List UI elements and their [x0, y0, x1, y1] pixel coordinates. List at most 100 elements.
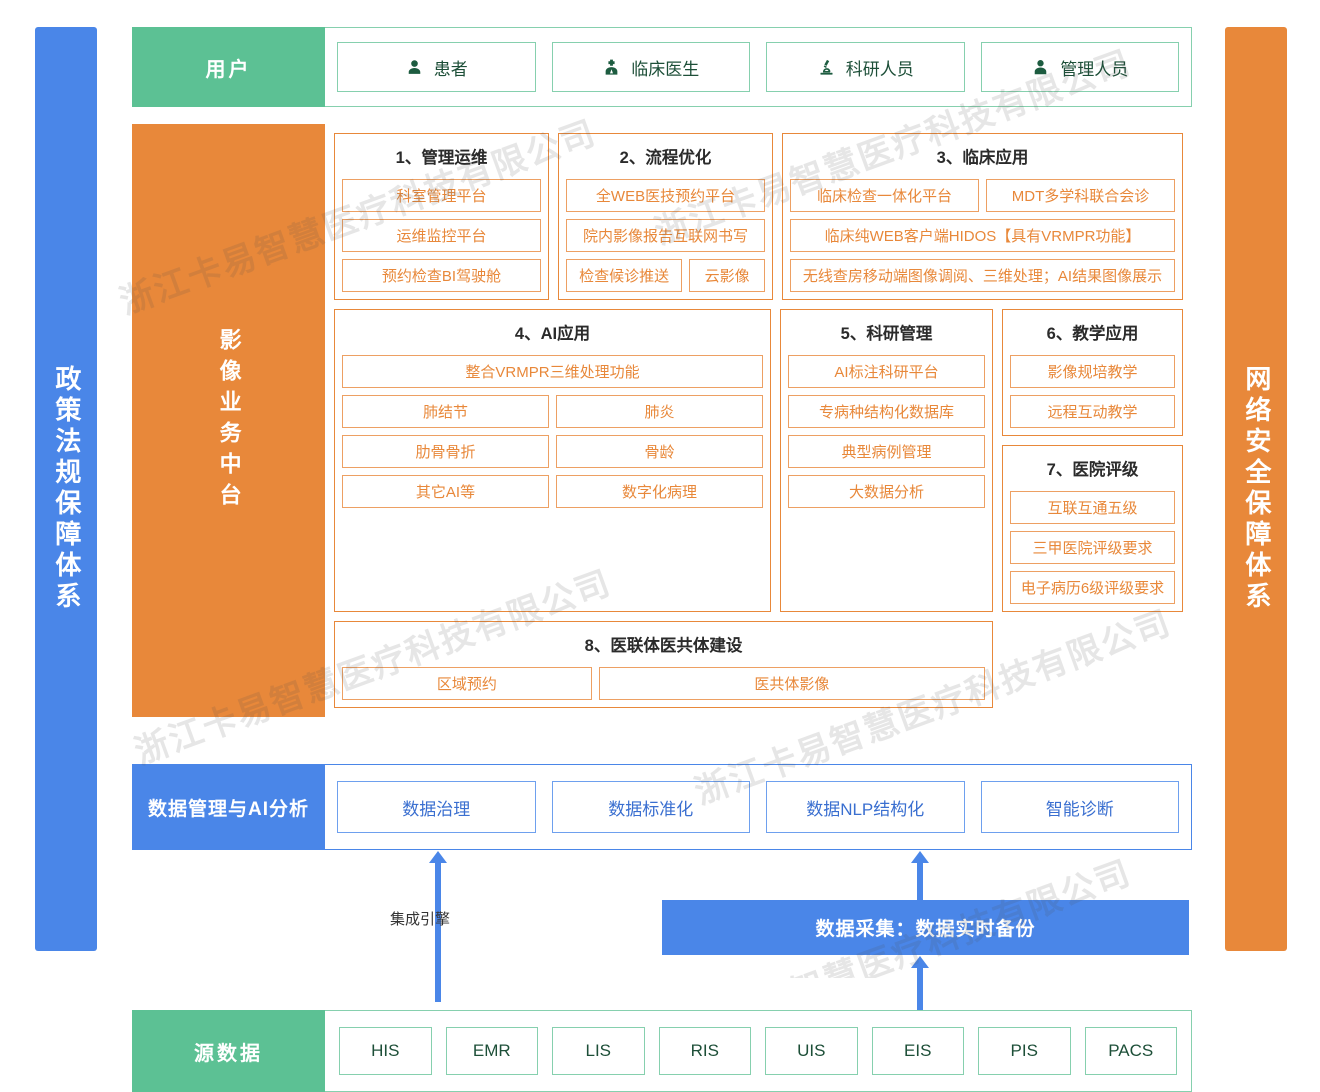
source-data-band: 源数据 HIS EMR LIS RIS UIS EIS PIS PACS	[132, 1010, 1192, 1092]
cell-item[interactable]: 区域预约	[342, 667, 592, 700]
cell-item[interactable]: 数字化病理	[556, 475, 763, 508]
group-row: 临床纯WEB客户端HIDOS【具有VRMPR功能】	[790, 219, 1175, 252]
cell-item[interactable]: 大数据分析	[788, 475, 985, 508]
source-chip-pis[interactable]: PIS	[978, 1027, 1071, 1075]
user-chip-administrator[interactable]: 管理人员	[980, 42, 1179, 92]
source-data-label: 源数据	[132, 1010, 325, 1092]
cell-item[interactable]: MDT多学科联合会诊	[986, 179, 1175, 212]
cell-item[interactable]: 影像规培教学	[1010, 355, 1175, 388]
group-row: 互联互通五级	[1010, 491, 1175, 524]
cell-item[interactable]: 全WEB医技预约平台	[566, 179, 765, 212]
cell-item[interactable]: 其它AI等	[342, 475, 549, 508]
cell-item[interactable]: 医共体影像	[598, 667, 985, 700]
connector-zone: 集成引擎 数据采集：数据实时备份	[132, 850, 1192, 1010]
user-chip-label: 患者	[433, 59, 468, 79]
group-title: 2、流程优化	[619, 149, 712, 167]
cell-item[interactable]: 远程互动教学	[1010, 395, 1175, 428]
user-chip-clinician[interactable]: 临床医生	[551, 42, 750, 92]
platform-tier-1: 1、管理运维 科室管理平台 运维监控平台 预约检查BI驾驶舱 2、流程优化 全W…	[334, 133, 1183, 300]
microscope-icon	[820, 59, 833, 75]
group-row: 典型病例管理	[788, 435, 985, 468]
manager-icon	[1034, 59, 1047, 74]
group-row: 整合VRMPR三维处理功能	[342, 355, 763, 388]
data-chip-standardization[interactable]: 数据标准化	[551, 781, 750, 833]
cell-item[interactable]: 典型病例管理	[788, 435, 985, 468]
group-row: AI标注科研平台	[788, 355, 985, 388]
users-band: 用户 患者 临床医生 科研人员 管理人员	[132, 27, 1192, 107]
group-row: 专病种结构化数据库	[788, 395, 985, 428]
user-chip-label: 科研人员	[845, 59, 914, 79]
group-row: 远程互动教学	[1010, 395, 1175, 428]
cell-item[interactable]: AI标注科研平台	[788, 355, 985, 388]
group-title: 5、科研管理	[840, 325, 933, 343]
users-band-label: 用户	[132, 27, 325, 107]
cell-item[interactable]: 骨龄	[556, 435, 763, 468]
group-title: 7、医院评级	[1046, 461, 1139, 479]
architecture-stack: 用户 患者 临床医生 科研人员 管理人员 影像业务中台	[132, 27, 1192, 1092]
user-chip-label: 临床医生	[631, 59, 700, 79]
integration-engine-arrow	[435, 862, 441, 1002]
group-hospital-rating: 7、医院评级 互联互通五级 三甲医院评级要求 电子病历6级评级要求	[1002, 445, 1183, 612]
doctor-icon	[605, 59, 618, 75]
group-row: 院内影像报告互联网书写	[566, 219, 765, 252]
cell-item[interactable]: 电子病历6级评级要求	[1010, 571, 1175, 604]
group-row: 其它AI等 数字化病理	[342, 475, 763, 508]
group-row: 全WEB医技预约平台	[566, 179, 765, 212]
cell-item[interactable]: 云影像	[689, 259, 765, 292]
cell-item[interactable]: 临床纯WEB客户端HIDOS【具有VRMPR功能】	[790, 219, 1175, 252]
source-chip-eis[interactable]: EIS	[871, 1027, 964, 1075]
group-row: 无线查房移动端图像调阅、三维处理；AI结果图像展示	[790, 259, 1175, 292]
imaging-platform-band: 影像业务中台 1、管理运维 科室管理平台 运维监控平台 预约检查BI驾驶舱 2、…	[132, 124, 1192, 717]
cell-item[interactable]: 检查候诊推送	[566, 259, 683, 292]
data-chip-intelligent-diagnosis[interactable]: 智能诊断	[980, 781, 1179, 833]
platform-tier-2-right: 6、教学应用 影像规培教学 远程互动教学 7、医院评级 互联互通五级 三甲医院评…	[1002, 309, 1183, 612]
cell-item[interactable]: 整合VRMPR三维处理功能	[342, 355, 763, 388]
cell-item[interactable]: 肋骨骨折	[342, 435, 549, 468]
cell-item[interactable]: 科室管理平台	[342, 179, 541, 212]
source-chip-pacs[interactable]: PACS	[1084, 1027, 1177, 1075]
cell-item[interactable]: 肺结节	[342, 395, 549, 428]
group-title: 4、AI应用	[514, 325, 591, 343]
cell-item[interactable]: 专病种结构化数据库	[788, 395, 985, 428]
policy-regulation-pillar: 政策法规保障体系	[35, 27, 97, 951]
data-chip-nlp-structuring[interactable]: 数据NLP结构化	[766, 781, 965, 833]
user-chip-label: 管理人员	[1060, 59, 1129, 79]
source-chip-ris[interactable]: RIS	[658, 1027, 751, 1075]
group-medical-alliance: 8、医联体医共体建设 区域预约 医共体影像	[334, 621, 993, 708]
group-row: 临床检查一体化平台 MDT多学科联合会诊	[790, 179, 1175, 212]
group-title: 6、教学应用	[1046, 325, 1139, 343]
group-process-optimization: 2、流程优化 全WEB医技预约平台 院内影像报告互联网书写 检查候诊推送 云影像	[558, 133, 773, 300]
source-chip-uis[interactable]: UIS	[765, 1027, 858, 1075]
data-chip-governance[interactable]: 数据治理	[337, 781, 536, 833]
group-row: 预约检查BI驾驶舱	[342, 259, 541, 292]
group-management-ops: 1、管理运维 科室管理平台 运维监控平台 预约检查BI驾驶舱	[334, 133, 549, 300]
data-management-list: 数据治理 数据标准化 数据NLP结构化 智能诊断	[325, 764, 1192, 850]
user-chip-patient[interactable]: 患者	[337, 42, 536, 92]
source-chip-lis[interactable]: LIS	[552, 1027, 645, 1075]
cell-item[interactable]: 院内影像报告互联网书写	[566, 219, 765, 252]
cell-item[interactable]: 运维监控平台	[342, 219, 541, 252]
imaging-platform-label-text: 影像业务中台	[216, 327, 242, 514]
cell-item[interactable]: 临床检查一体化平台	[790, 179, 979, 212]
user-chip-researcher[interactable]: 科研人员	[766, 42, 965, 92]
imaging-platform-label: 影像业务中台	[132, 124, 325, 717]
cell-item[interactable]: 无线查房移动端图像调阅、三维处理；AI结果图像展示	[790, 259, 1175, 292]
capture-arrow-up	[917, 862, 923, 900]
cell-item[interactable]: 三甲医院评级要求	[1010, 531, 1175, 564]
group-row: 电子病历6级评级要求	[1010, 571, 1175, 604]
source-chip-his[interactable]: HIS	[339, 1027, 432, 1075]
group-title: 3、临床应用	[936, 149, 1029, 167]
group-row: 科室管理平台	[342, 179, 541, 212]
group-row: 肋骨骨折 骨龄	[342, 435, 763, 468]
cell-item[interactable]: 预约检查BI驾驶舱	[342, 259, 541, 292]
cell-item[interactable]: 互联互通五级	[1010, 491, 1175, 524]
capture-arrow-down	[917, 967, 923, 1010]
group-research-management: 5、科研管理 AI标注科研平台 专病种结构化数据库 典型病例管理 大数据分析	[780, 309, 993, 612]
cell-item[interactable]: 肺炎	[556, 395, 763, 428]
platform-tier-3: 8、医联体医共体建设 区域预约 医共体影像	[334, 621, 1183, 708]
group-title: 1、管理运维	[395, 149, 488, 167]
source-data-list: HIS EMR LIS RIS UIS EIS PIS PACS	[325, 1010, 1192, 1092]
group-title: 8、医联体医共体建设	[584, 637, 743, 655]
group-row: 影像规培教学	[1010, 355, 1175, 388]
source-chip-emr[interactable]: EMR	[445, 1027, 538, 1075]
